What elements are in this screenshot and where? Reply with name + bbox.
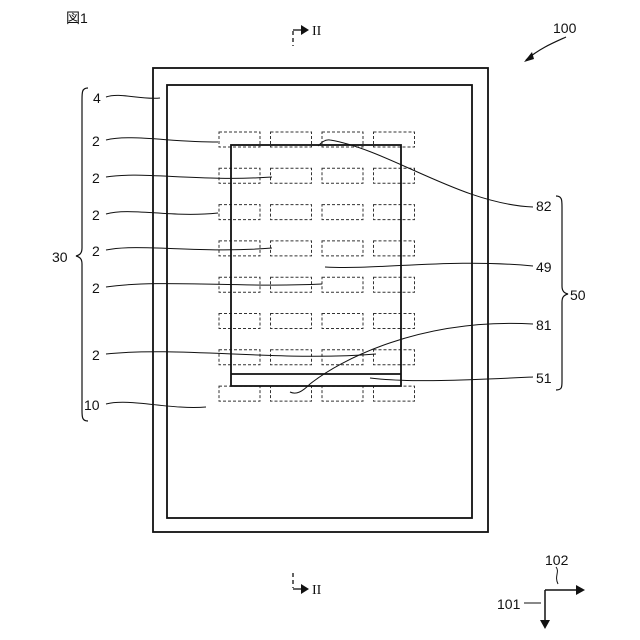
ref-label-50: 50 (570, 287, 586, 303)
ref-arrow-100 (524, 37, 566, 62)
element-cell (322, 314, 363, 329)
element-cell (374, 168, 415, 183)
leader-2 (106, 352, 376, 357)
ref-label-81: 81 (536, 317, 552, 333)
leader-82 (318, 140, 533, 207)
leader-49 (325, 263, 533, 267)
ref-label-51: 51 (536, 370, 552, 386)
element-cell (219, 314, 260, 329)
ref-label-2: 2 (92, 243, 100, 259)
outer-frame (153, 68, 488, 532)
leader-2 (106, 248, 272, 250)
leader-4 (106, 95, 160, 98)
section-label-top: II (312, 24, 322, 39)
ref-label-30: 30 (52, 249, 68, 265)
element-cell (219, 350, 260, 365)
element-cell (374, 314, 415, 329)
element-cell (374, 205, 415, 220)
leader-81 (290, 323, 533, 393)
element-cell (322, 277, 363, 292)
element-cell (219, 168, 260, 183)
ref-label-2: 2 (92, 170, 100, 186)
ref-label-2: 2 (92, 207, 100, 223)
element-cell (271, 314, 312, 329)
element-cell (219, 205, 260, 220)
section-label-bottom: II (312, 583, 322, 598)
axis-indicator (524, 567, 585, 629)
leader-2 (106, 138, 218, 142)
element-cell (374, 277, 415, 292)
brace-50 (556, 196, 568, 390)
element-cell (322, 241, 363, 256)
ref-label-2: 2 (92, 280, 100, 296)
element-cell (271, 241, 312, 256)
leader-2 (106, 212, 218, 215)
ref-label-2: 2 (92, 347, 100, 363)
brace-30 (76, 88, 88, 421)
ref-label-82: 82 (536, 198, 552, 214)
element-cell (374, 241, 415, 256)
element-cell (271, 168, 312, 183)
axis-label-101: 101 (497, 596, 521, 612)
inner-frame (167, 85, 472, 518)
section-marker-bottom: II (293, 573, 322, 598)
ref-label-49: 49 (536, 259, 552, 275)
element-cell (374, 386, 415, 401)
element-cell (322, 205, 363, 220)
element-cell (219, 241, 260, 256)
figure-label: 図1 (66, 10, 88, 26)
ref-label-4: 4 (93, 90, 101, 106)
axis-label-102: 102 (545, 552, 569, 568)
leader-10 (106, 402, 206, 407)
ref-label-2: 2 (92, 133, 100, 149)
ref-label-100: 100 (553, 20, 577, 36)
element-cell (219, 386, 260, 401)
element-cell (271, 205, 312, 220)
leader-2 (106, 175, 272, 178)
element-cell (271, 350, 312, 365)
leader-51 (370, 377, 533, 381)
leader-2 (106, 284, 322, 287)
element-cell (322, 386, 363, 401)
ref-label-10: 10 (84, 397, 100, 413)
element-cell (322, 168, 363, 183)
element-cell (374, 350, 415, 365)
section-marker-top: II (293, 24, 322, 46)
